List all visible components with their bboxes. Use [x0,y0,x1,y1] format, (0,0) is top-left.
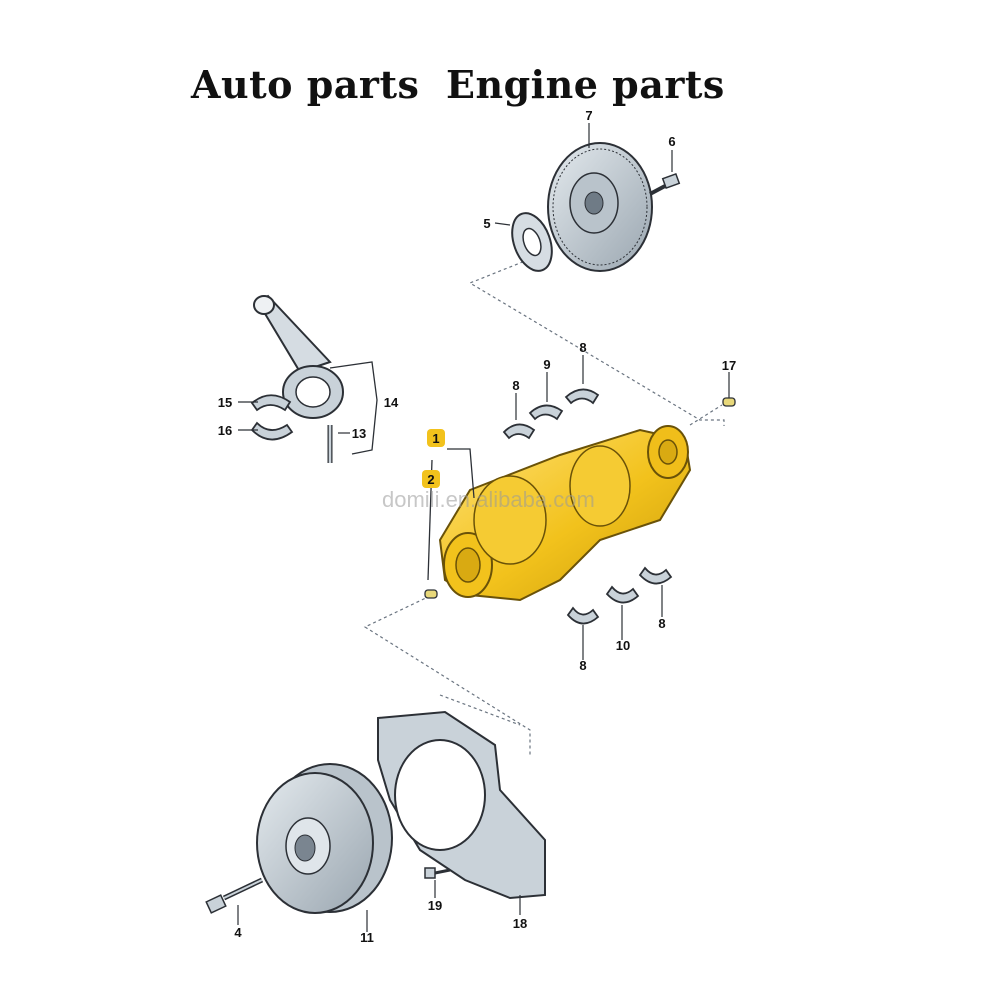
callout-14: 14 [384,395,399,410]
callout-8a: 8 [512,378,519,393]
callout-1: 1 [432,431,439,446]
crank-pulley [256,763,393,914]
crankshaft [438,425,692,602]
title-auto-parts: Auto parts [191,62,420,107]
callout-2: 2 [427,472,434,487]
callout-8c: 8 [579,658,586,673]
callout-19: 19 [428,898,442,913]
callout-13: 13 [352,426,366,441]
callout-8d: 8 [658,616,665,631]
callout-6: 6 [668,134,675,149]
callout-15: 15 [218,395,232,410]
callout-7: 7 [585,108,592,123]
callout-17: 17 [722,358,736,373]
callout-10: 10 [616,638,630,653]
callout-4: 4 [234,925,242,940]
callout-16: 16 [218,423,232,438]
flywheel-plate [511,212,553,272]
callout-18: 18 [513,916,527,931]
flywheel [547,142,653,272]
callout-badge-1: 1 [427,429,445,447]
flywheel-bolt [649,172,681,196]
watermark-text: domili.en.alibaba.com [382,487,595,512]
assembly-guide-lines [363,254,725,755]
callout-5: 5 [483,216,490,231]
pulley-bolt [205,877,264,914]
callout-badge-2: 2 [422,470,440,488]
leader-lines [237,123,730,932]
rod-bearing-shells [250,394,294,441]
bracket-14 [329,361,378,455]
callout-8b: 8 [579,340,586,355]
cover-bolt [424,867,451,879]
seal-cover-plate [377,710,546,900]
main-bearing-shells [502,388,673,625]
connecting-rod [253,294,344,419]
callout-9: 9 [543,357,550,372]
callout-11: 11 [360,930,374,945]
title-engine-parts: Engine parts [446,62,725,107]
